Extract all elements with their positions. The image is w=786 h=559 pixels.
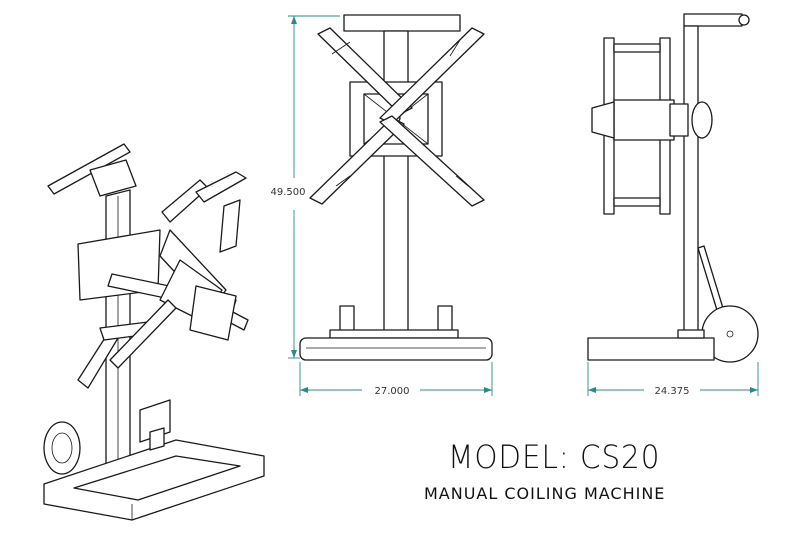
height-dimension-label: 49.500	[271, 187, 306, 198]
side-depth-dimension-label: 24.375	[655, 386, 690, 397]
model-title: MODEL: CS20	[448, 438, 661, 476]
side-view	[587, 13, 759, 363]
front-width-dimension	[299, 362, 493, 396]
isometric-view	[43, 143, 265, 521]
front-view	[299, 14, 493, 361]
side-depth-dimension	[587, 362, 759, 396]
machine-description: MANUAL COILING MACHINE	[424, 484, 666, 503]
height-dimension	[288, 15, 340, 359]
front-width-dimension-label: 27.000	[375, 386, 410, 397]
